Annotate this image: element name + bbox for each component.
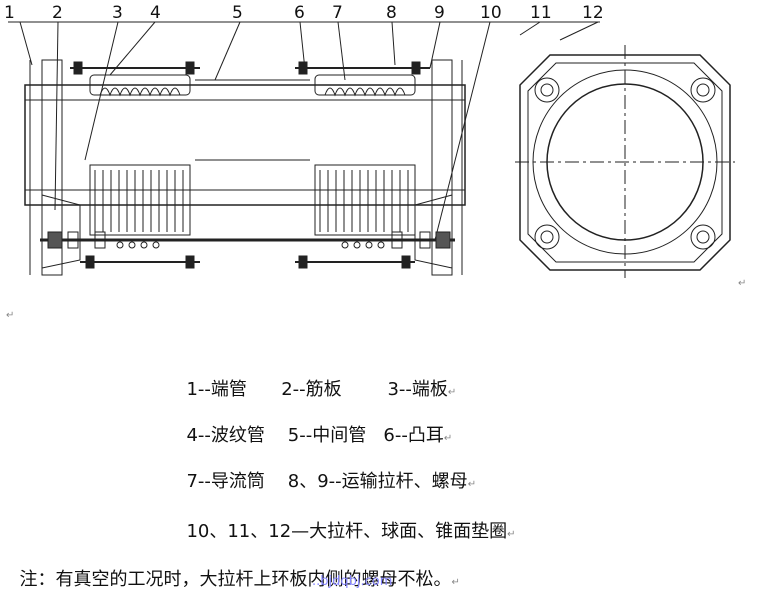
- callout-leaders: [8, 21, 600, 241]
- callout-9: 9: [434, 3, 445, 23]
- legend-text: 10、11、12—大拉杆、球面、锥面垫圈: [186, 521, 508, 542]
- legend-line: 1--端管 2--筋板 3--端板↵: [175, 354, 456, 401]
- paragraph-mark: ↵: [451, 577, 460, 588]
- watermark: ..bjdqbj.com: [312, 574, 393, 589]
- callout-1: 1: [4, 3, 15, 23]
- callout-10: 10: [480, 3, 502, 23]
- expansion-joint-drawing: 1 2 3 4 5 6 7 8 9 10 11 12: [4, 3, 735, 278]
- legend-text: 4--波纹管 5--中间管 6--凸耳: [186, 425, 444, 446]
- paragraph-mark: ↵: [467, 479, 477, 490]
- callout-3: 3: [112, 3, 123, 23]
- callout-4: 4: [150, 3, 161, 23]
- callout-numbers: 1 2 3 4 5 6 7 8 9 10 11 12: [4, 3, 604, 23]
- transport-tie-rods: [70, 61, 430, 75]
- note: 注：有真空的工况时，大拉杆上环板内侧的螺母不松。↵: [8, 544, 460, 591]
- callout-5: 5: [232, 3, 243, 23]
- right-bellows: [314, 74, 416, 236]
- legend-text: 7--导流筒 8、9--运输拉杆、螺母: [186, 471, 468, 492]
- left-bellows: [89, 74, 191, 236]
- legend-line: 7--导流筒 8、9--运输拉杆、螺母↵: [175, 446, 476, 493]
- end-view-bolts: [534, 77, 716, 250]
- legend-text: 1--端管 2--筋板 3--端板: [186, 379, 448, 400]
- callout-7: 7: [332, 3, 343, 23]
- callout-11: 11: [530, 3, 552, 23]
- callout-6: 6: [294, 3, 305, 23]
- large-tie-rod: [40, 231, 455, 249]
- callout-2: 2: [52, 3, 63, 23]
- paragraph-mark: ↵: [738, 278, 747, 289]
- paragraph-mark: ↵: [507, 529, 516, 540]
- paragraph-mark: ↵: [447, 387, 457, 398]
- paragraph-mark: ↵: [443, 433, 453, 444]
- side-view: [24, 59, 466, 276]
- legend-line: 4--波纹管 5--中间管 6--凸耳↵: [175, 400, 452, 447]
- callout-8: 8: [386, 3, 397, 23]
- paragraph-mark: ↵: [6, 310, 15, 321]
- end-view: [515, 45, 735, 278]
- note-text: 注：有真空的工况时，大拉杆上环板内侧的螺母不松。: [19, 569, 452, 590]
- callout-12: 12: [582, 3, 604, 23]
- legend-line: 10、11、12—大拉杆、球面、锥面垫圈↵: [175, 496, 516, 543]
